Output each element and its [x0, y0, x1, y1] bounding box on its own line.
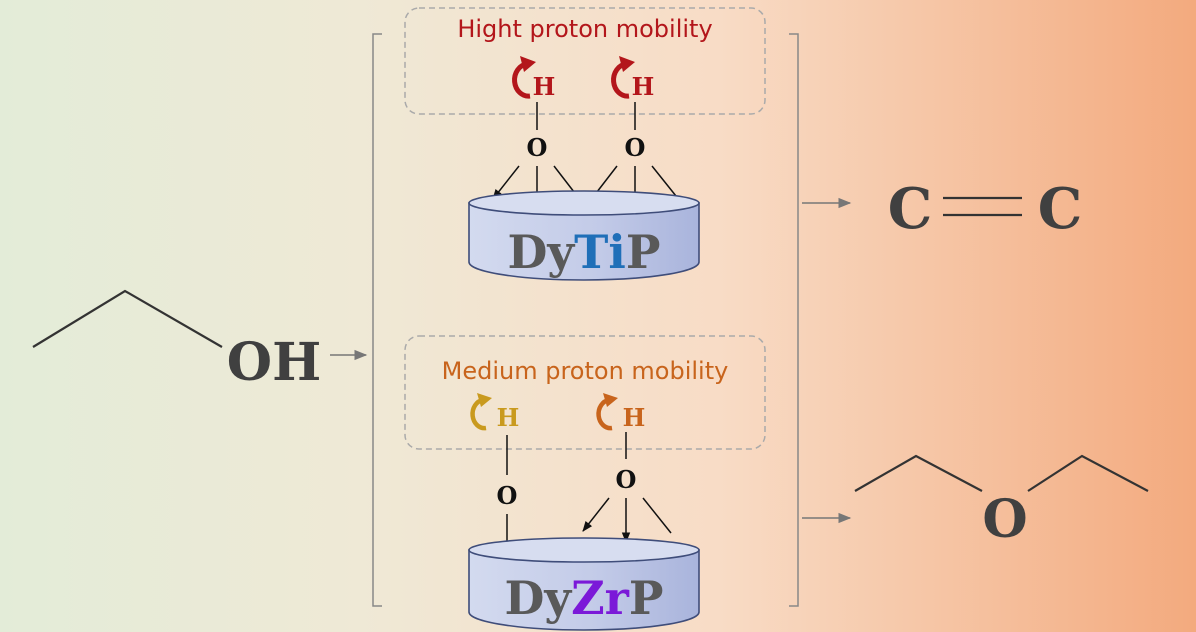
ethanol-skeleton-bonds: [32, 289, 223, 348]
top-o-atom-1: O: [527, 133, 548, 162]
o-surface-arrow: [492, 165, 520, 200]
medium-mobility-box: [404, 335, 766, 450]
ethylene-c-left: C: [888, 176, 933, 242]
proton-hop-arrowhead: [477, 393, 492, 407]
dytip-label: DyTiP: [508, 225, 661, 279]
dyzrp-label: DyZrP: [504, 571, 663, 625]
ethanol-molecule: OH: [32, 289, 321, 393]
bottom-h-atom-1: H: [497, 403, 520, 432]
diethyl-ether-molecule: O: [854, 454, 1149, 550]
top-catalyst-group: Hight proton mobility H H O O DyTiP: [404, 7, 766, 281]
top-o-atom-2: O: [625, 133, 646, 162]
dytip-suffix: P: [626, 225, 661, 279]
proton-hop-arrowhead: [603, 393, 618, 407]
proton-hop-arrow-icon: [611, 61, 630, 99]
proton-hop-arrow-icon: [470, 397, 487, 431]
bottom-h-atom-2: H: [623, 403, 646, 432]
proton-hop-arrow-icon: [596, 397, 613, 431]
proton-hop-arrow-icon: [512, 61, 531, 99]
right-bracket: [789, 33, 799, 607]
top-h-atom-1: H: [533, 72, 556, 101]
ethanol-oh-label: OH: [227, 332, 321, 393]
dyzrp-prefix: Dy: [504, 571, 572, 625]
ether-left-chain: [854, 454, 983, 492]
dyzrp-suffix: P: [629, 571, 664, 625]
ethylene-c-right: C: [1038, 176, 1083, 242]
ether-o-atom: O: [982, 489, 1027, 550]
ethylene-molecule: C C: [888, 176, 1083, 242]
proton-hop-arrowhead: [619, 56, 635, 72]
high-mobility-box: [404, 7, 766, 115]
dyzrp-metal: Zr: [571, 571, 630, 625]
dytip-catalyst-disk: DyTiP: [468, 190, 700, 281]
medium-mobility-label: Medium proton mobility: [442, 357, 729, 385]
dytip-prefix: Dy: [508, 225, 576, 279]
o-surface-arrow: [582, 497, 610, 532]
high-mobility-label: Hight proton mobility: [457, 15, 712, 43]
bottom-o-atom-1: O: [497, 481, 518, 510]
bottom-catalyst-group: Medium proton mobility H H O O DyZrP: [404, 335, 766, 631]
proton-hop-arrowhead: [520, 56, 536, 72]
o-surface-line: [642, 497, 672, 534]
top-h-atom-2: H: [632, 72, 655, 101]
ether-right-chain: [1027, 454, 1149, 492]
bottom-o-atom-2: O: [616, 465, 637, 494]
dyzrp-catalyst-disk: DyZrP: [468, 537, 700, 631]
dytip-metal: Ti: [574, 225, 626, 279]
left-bracket: [372, 33, 382, 607]
